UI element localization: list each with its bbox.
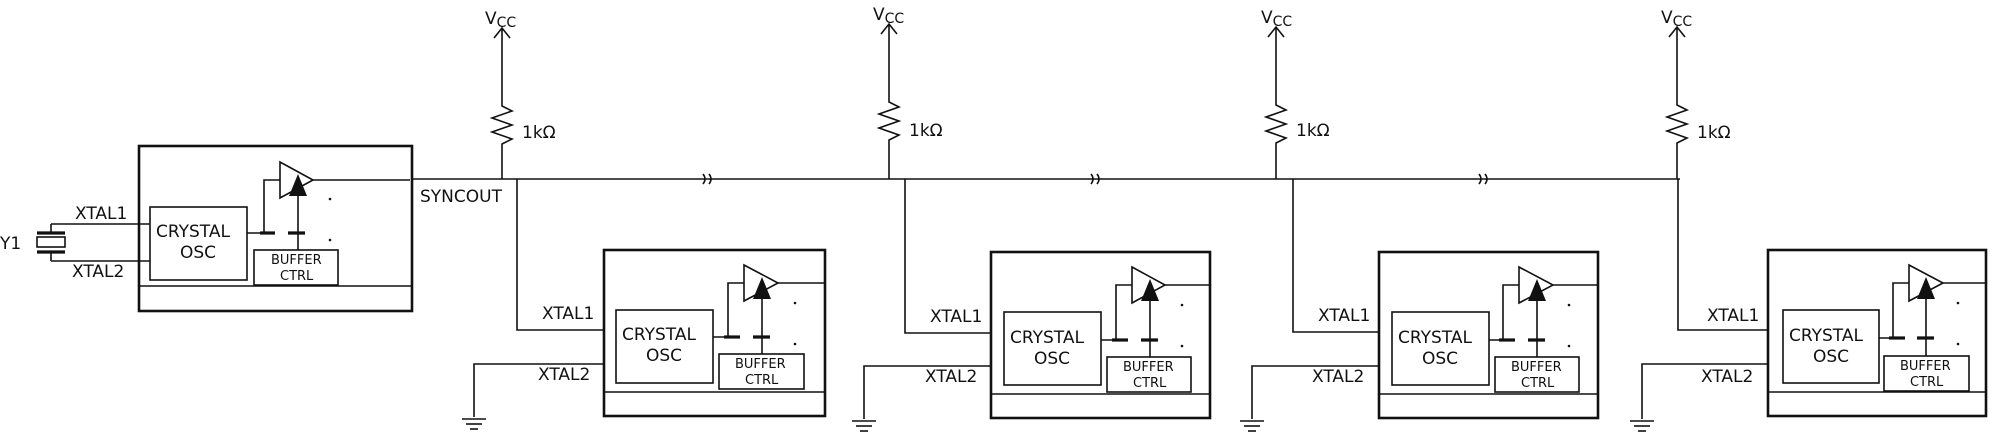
xtal1-label: XTAL1 <box>930 307 982 327</box>
xtal2-wire <box>863 365 1004 419</box>
ctrl-label: CTRL <box>1133 376 1167 391</box>
xtal2-label: XTAL2 <box>1701 367 1753 387</box>
buffer-label: BUFFER <box>1900 359 1951 374</box>
xtal1-label: XTAL1 <box>1318 306 1370 326</box>
master-oscillator-chip: CRYSTAL OSC BUFFER CTRL SYNCOUT XTAL1 XT… <box>72 144 503 313</box>
xtal1-label: XTAL1 <box>542 304 594 324</box>
buffer-ctrl-block <box>1883 355 1970 392</box>
xtal1-label: XTAL1 <box>75 204 127 224</box>
vcc-label: VCC <box>1661 8 1692 30</box>
crystal-leads <box>50 223 79 262</box>
resistor-symbol <box>1263 25 1289 179</box>
resistor-value: 1kΩ <box>1296 121 1330 141</box>
osc-output-wire <box>247 179 280 234</box>
osc-label: OSC <box>1813 347 1849 367</box>
break-symbol-3 <box>1478 173 1488 185</box>
ground-icon <box>852 420 876 432</box>
slave-chip-4: XTAL1 XTAL2 CRYSTAL OSC BUFFER CTRL <box>1630 179 1988 432</box>
buffer-label: BUFFER <box>1511 360 1562 375</box>
crystal-osc-block <box>149 206 248 281</box>
xtal1-wire <box>1677 179 1783 331</box>
resistor-value: 1kΩ <box>522 123 556 143</box>
slave-chip-3: XTAL1 XTAL2 CRYSTAL OSC BUFFER CTRL <box>1240 179 1600 432</box>
xtal2-label: XTAL2 <box>538 365 590 385</box>
break-symbol-1 <box>702 173 712 185</box>
resistor-symbol <box>876 22 902 179</box>
ctrl-label: CTRL <box>1910 375 1944 390</box>
buffer-ctrl-block <box>1106 356 1192 393</box>
slave-chip-2: XTAL1 XTAL2 CRYSTAL OSC BUFFER CTRL <box>852 179 1212 432</box>
buffer-label: BUFFER <box>735 357 786 372</box>
enable-arrow-icon <box>289 174 307 196</box>
enable-arrow-icon <box>1141 279 1159 301</box>
buffer-ctrl-block <box>718 353 805 390</box>
ctrl-label: CTRL <box>280 269 314 284</box>
break-symbol-2 <box>1090 173 1100 185</box>
vcc-pullup-4: VCC 1kΩ <box>1661 8 1731 179</box>
xtal1-wire <box>904 179 1004 334</box>
resistor-value: 1kΩ <box>909 121 943 141</box>
ground-icon <box>1240 420 1264 432</box>
osc-label: OSC <box>1422 349 1458 369</box>
vcc-pullup-2: VCC 1kΩ <box>873 5 943 179</box>
crystal-label: CRYSTAL <box>1010 328 1084 348</box>
buffer-ctrl-block <box>1494 356 1580 393</box>
slave-chip-1: XTAL1 XTAL2 CRYSTAL OSC BUFFER CTRL <box>462 179 827 430</box>
xtal2-label: XTAL2 <box>72 262 124 282</box>
enable-arrow-icon <box>753 277 771 299</box>
ground-icon <box>1630 420 1654 432</box>
resistor-symbol <box>1664 25 1690 179</box>
osc-output-wire <box>1489 284 1519 341</box>
buffer-ctrl-block <box>253 249 339 286</box>
y1-label: Y1 <box>0 234 21 254</box>
osc-label: OSC <box>180 243 216 263</box>
ground-icon <box>462 418 486 430</box>
xtal2-label: XTAL2 <box>925 367 977 387</box>
vcc-label: VCC <box>873 5 904 27</box>
crystal-osc-block <box>1391 311 1490 386</box>
xtal2-wire <box>473 363 616 417</box>
vcc-label: VCC <box>1261 8 1292 30</box>
xtal2-wire <box>1641 363 1783 419</box>
crystal-label: CRYSTAL <box>1789 326 1863 346</box>
xtal1-wire <box>1292 179 1392 333</box>
crystal-osc-block <box>1003 311 1102 386</box>
ctrl-label: CTRL <box>1521 376 1555 391</box>
xtal1-label: XTAL1 <box>1707 306 1759 326</box>
resistor-value: 1kΩ <box>1697 123 1731 143</box>
buffer-label: BUFFER <box>271 253 322 268</box>
crystal-osc-block <box>1782 309 1880 384</box>
buffer-label: BUFFER <box>1123 360 1174 375</box>
enable-arrow-icon <box>1917 277 1935 299</box>
crystal-icon <box>36 236 66 248</box>
crystal-label: CRYSTAL <box>156 222 230 242</box>
vcc-pullup-3: VCC 1kΩ <box>1261 8 1330 179</box>
crystal-osc-block <box>615 309 714 384</box>
syncout-label: SYNCOUT <box>420 187 503 207</box>
xtal2-wire <box>1251 365 1392 419</box>
resistor-symbol <box>489 26 515 179</box>
xtal1-wire <box>516 179 616 331</box>
osc-output-wire <box>1879 282 1909 339</box>
crystal-label: CRYSTAL <box>622 325 696 345</box>
vcc-label: VCC <box>485 9 516 31</box>
osc-label: OSC <box>1034 349 1070 369</box>
crystal-label: CRYSTAL <box>1398 328 1472 348</box>
osc-output-wire <box>1101 284 1132 341</box>
xtal2-label: XTAL2 <box>1312 367 1364 387</box>
vcc-pullup-1: VCC 1kΩ <box>485 9 556 179</box>
ctrl-label: CTRL <box>745 373 779 388</box>
osc-label: OSC <box>646 346 682 366</box>
crystal-y1: Y1 <box>0 223 79 262</box>
enable-arrow-icon <box>1528 279 1546 301</box>
osc-output-wire <box>713 282 744 338</box>
